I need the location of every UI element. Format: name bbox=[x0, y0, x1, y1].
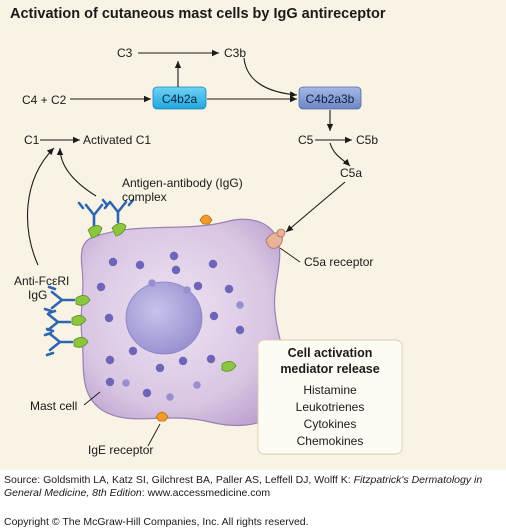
arrow-c5a-receptor bbox=[285, 181, 346, 233]
source-book-title: Fitzpatrick's Dermatology in General Med… bbox=[4, 474, 483, 499]
c1-label: C1 bbox=[24, 133, 40, 147]
mediator-panel bbox=[257, 339, 403, 455]
copyright-notice: Copyright © The McGraw-Hill Companies, I… bbox=[4, 516, 309, 528]
c5a-label: C5a bbox=[340, 166, 362, 180]
source-suffix: : www.accessmedicine.com bbox=[141, 487, 271, 499]
panel-heading-line1: Cell activation bbox=[288, 346, 373, 360]
granules bbox=[96, 251, 245, 398]
nucleus bbox=[125, 281, 203, 355]
mediator-item: Cytokines bbox=[304, 417, 357, 431]
c4b2a-box bbox=[152, 86, 207, 110]
c4b2a3b-box bbox=[298, 86, 362, 110]
granules-light bbox=[122, 279, 244, 401]
arrow-c5-c5a bbox=[329, 142, 351, 167]
c5a-receptor-label: C5a receptor bbox=[304, 255, 373, 269]
source-prefix: Source: Goldsmith LA, Katz SI, Gilchrest… bbox=[4, 474, 354, 486]
complex-label-line1: Antigen-antibody (IgG) bbox=[122, 176, 243, 190]
mediator-item: Histamine bbox=[303, 383, 357, 397]
ige-receptor-leader bbox=[147, 423, 161, 447]
arrow-c3b-c4b2a3b bbox=[243, 57, 298, 98]
c4b2a-label: C4b2a bbox=[162, 92, 198, 106]
fc-receptors bbox=[71, 223, 237, 372]
activated-c1-label: Activated C1 bbox=[83, 133, 151, 147]
c5a-receptor-shape bbox=[265, 228, 286, 249]
figure-title: Activation of cutaneous mast cells by Ig… bbox=[10, 6, 386, 22]
arrow-anti-igg-c1 bbox=[26, 147, 55, 266]
c4c2-label: C4 + C2 bbox=[22, 93, 67, 107]
c4b2a3b-label: C4b2a3b bbox=[306, 92, 355, 106]
mast-cell-leader bbox=[83, 391, 101, 406]
arrow-complex-c1 bbox=[56, 147, 97, 197]
ige-receptor-label: IgE receptor bbox=[88, 443, 153, 457]
c5b-label: C5b bbox=[356, 133, 378, 147]
antibodies bbox=[43, 198, 135, 357]
figure-panel: Activation of cutaneous mast cells by Ig… bbox=[0, 0, 506, 470]
source-citation: Source: Goldsmith LA, Katz SI, Gilchrest… bbox=[4, 474, 504, 500]
anti-fceri-label-line1: Anti-FcεRI bbox=[14, 274, 69, 288]
anti-fceri-label-line2: IgG bbox=[28, 288, 47, 302]
mediator-item: Leukotrienes bbox=[296, 400, 365, 414]
mast-cell-label: Mast cell bbox=[30, 399, 77, 413]
complement-diagram: C3 C3b C4 + C2 C1 Activated C1 C5 C5b C5… bbox=[14, 46, 403, 457]
mediator-item: Chemokines bbox=[297, 434, 364, 448]
panel-heading-line2: mediator release bbox=[280, 362, 379, 376]
c3-label: C3 bbox=[117, 46, 133, 60]
ige-receptors bbox=[155, 214, 213, 422]
c5a-receptor-leader bbox=[279, 247, 301, 263]
c3b-label: C3b bbox=[224, 46, 246, 60]
complex-label-line2: complex bbox=[122, 190, 167, 204]
c5-label: C5 bbox=[298, 133, 314, 147]
